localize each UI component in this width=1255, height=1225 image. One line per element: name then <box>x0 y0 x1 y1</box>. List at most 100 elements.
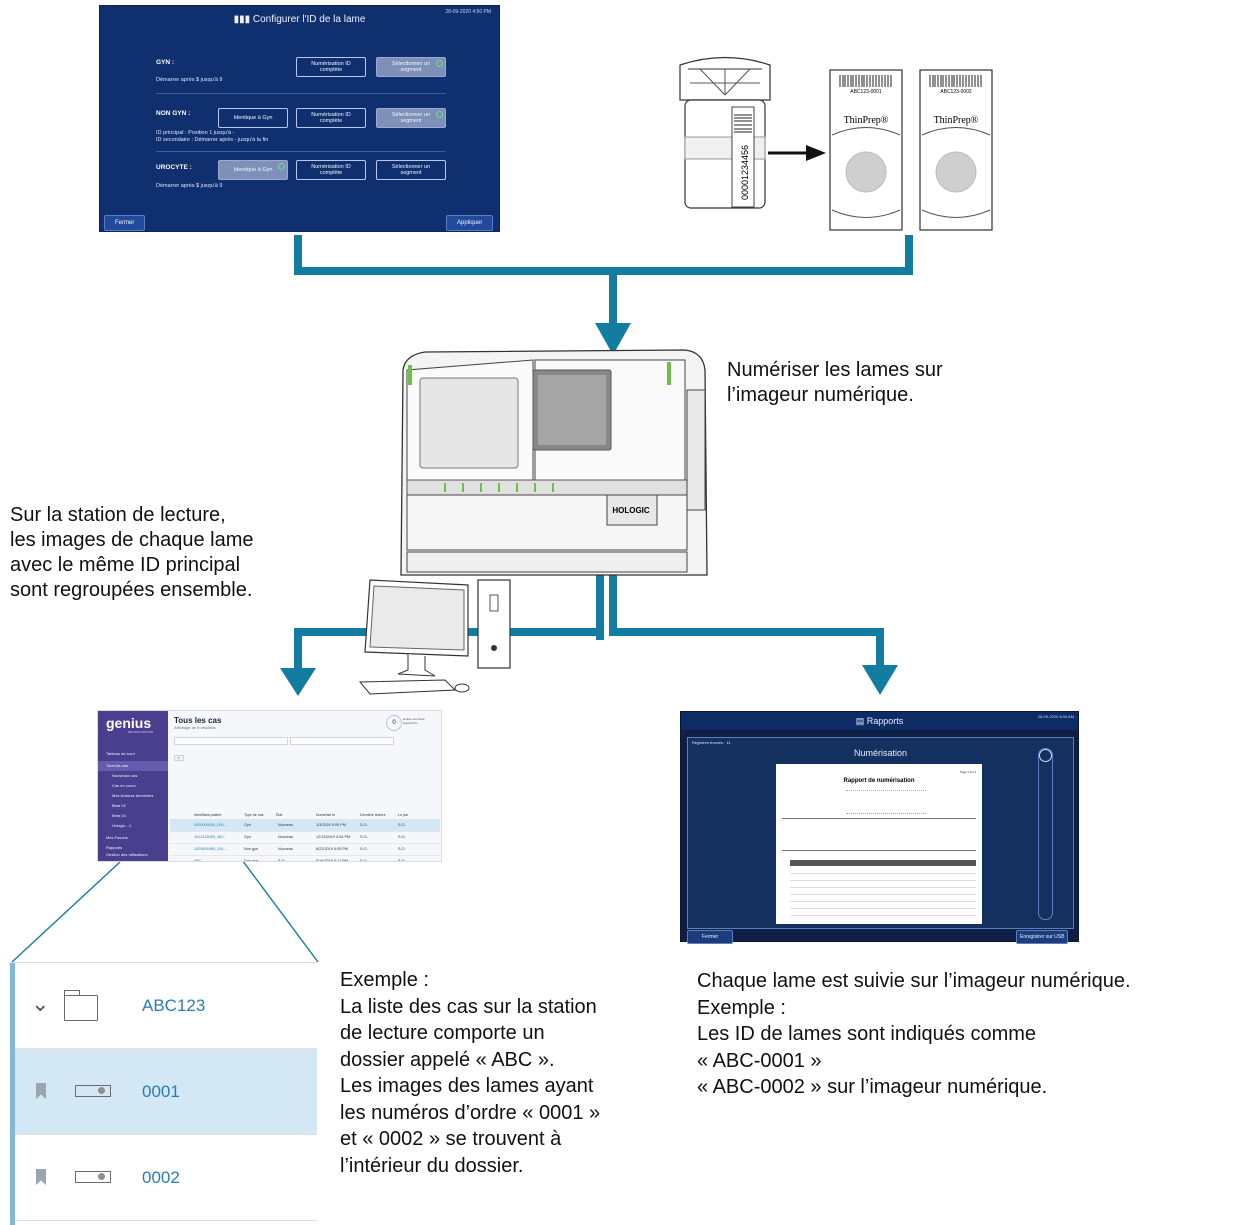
filter-chip[interactable]: ▾ <box>174 755 184 761</box>
logo-subtitle: REVIEW STATION <box>128 730 154 734</box>
scrollbar[interactable] <box>1038 748 1053 920</box>
urocyte-full-scan-button[interactable]: Numérisation ID complète <box>296 160 366 180</box>
col-last-read[interactable]: Dernière lecture <box>360 813 386 817</box>
records-found: Registres trouvés : 11 <box>692 740 731 745</box>
page-indicator: Page 1 sur 1 <box>960 770 976 774</box>
col-scanned[interactable]: Numérisé le <box>316 813 336 817</box>
arrow-down-icon <box>280 668 316 696</box>
caption-line: « ABC-0001 » <box>697 1049 822 1072</box>
cell: 1513113063_181... <box>194 835 227 839</box>
table-row <box>790 909 976 916</box>
sidebar-item-new-cases[interactable]: Nouveaux cas <box>112 773 138 778</box>
table-row <box>790 895 976 902</box>
close-button[interactable]: Fermer <box>687 930 734 944</box>
caption-line: « ABC-0002 » sur l’imageur numérique. <box>697 1076 1048 1098</box>
gyn-full-scan-button[interactable]: Numérisation ID complète <box>296 57 366 77</box>
apply-button[interactable]: Appliquer <box>446 215 494 231</box>
caption-example-left: Exemple : La liste des cas sur la statio… <box>340 967 600 1179</box>
gyn-select-segment-button[interactable]: Sélectionner un segment <box>376 57 446 77</box>
sidebar-item-dashboard[interactable]: Tableau de bord <box>106 751 135 756</box>
cell: S.O. <box>278 859 286 862</box>
sidebar-item-users[interactable]: Gestion des utilisateurs <box>106 852 148 857</box>
urocyte-select-segment-button[interactable]: Sélectionner un segment <box>376 160 446 180</box>
sidebar-item-beta02[interactable]: Beta 02 <box>112 803 126 808</box>
close-button[interactable]: Fermer <box>104 215 146 231</box>
slide-id-label: ABC123-0002 <box>940 89 972 95</box>
cell: S.O. <box>360 835 368 839</box>
chevron-down-icon[interactable]: ⌄ <box>31 991 50 1016</box>
caption-line: l’imageur numérique. <box>727 384 914 406</box>
caption-line: Numériser les lames sur <box>727 359 943 381</box>
sidebar-item-beta04[interactable]: Beta 04 <box>112 813 126 818</box>
report-title: Rapport de numérisation <box>843 778 915 784</box>
hologic-logo: HOLOGIC <box>612 506 650 515</box>
arrow-down-icon <box>862 665 898 695</box>
digital-imager-illustration: HOLOGIC <box>400 349 708 576</box>
vial-and-slides-illustration: 00001234456 ABC123-0001 ThinPrep® ABC123… <box>679 56 993 231</box>
list-item[interactable]: 0002 <box>15 1135 317 1221</box>
sidebar-item-hologic[interactable]: Hologic --1 <box>112 823 132 828</box>
search-input[interactable] <box>290 737 394 745</box>
nongyn-select-segment-button[interactable]: Sélectionner un segment <box>376 108 446 128</box>
table-row <box>790 881 976 888</box>
report-page: Page 1 sur 1 Rapport de numérisation <box>776 764 982 924</box>
table-row <box>790 867 976 874</box>
results-count: Affichage de 8 résultats <box>174 725 216 730</box>
col-status[interactable]: État <box>276 813 283 817</box>
reports-title: ▤ Rapports <box>855 716 904 726</box>
table-row <box>790 874 976 881</box>
report-panel: Registres trouvés : 11 Numérisation Page… <box>687 737 1074 929</box>
save-usb-button[interactable]: Enregistrer sur USB <box>1016 930 1069 944</box>
nongyn-label: NON GYN : <box>156 110 191 117</box>
col-read-by[interactable]: Lu par <box>398 813 409 817</box>
report-meta-block <box>846 790 926 814</box>
reports-screen: ▤ Rapports 28-09-2020 8:04 AM Registres … <box>680 711 1079 944</box>
timestamp: 28-09-2020 8:04 AM <box>1037 714 1074 719</box>
sidebar-item-in-progress[interactable]: Cas en cours <box>112 783 136 788</box>
urocyte-same-as-gyn-button[interactable]: Identique à Gyn <box>218 160 288 180</box>
sidebar-item-reports[interactable]: Rapports <box>106 845 123 850</box>
nongyn-full-scan-button[interactable]: Numérisation ID complète <box>296 108 366 128</box>
divider <box>782 818 976 819</box>
table-row <box>790 902 976 909</box>
caption-line: l’intérieur du dossier. <box>340 1154 524 1177</box>
genius-review-station-screen: genius REVIEW STATION Tableau de bord To… <box>97 710 442 862</box>
report-table-header <box>790 860 976 866</box>
nongyn-same-as-gyn-button[interactable]: Identique à Gyn <box>218 108 288 128</box>
cell: Gyn <box>244 835 251 839</box>
cell: S.O. <box>398 835 406 839</box>
caption-line: Chaque lame est suivie sur l’imageur num… <box>697 970 1131 992</box>
caption-line: Sur la station de lecture, <box>10 504 226 526</box>
cell: S.O. <box>398 859 406 862</box>
bookmark-icon[interactable] <box>36 1169 46 1185</box>
sidebar-item-completed[interactable]: Mes lectures terminées <box>112 793 154 798</box>
divider <box>782 850 976 851</box>
sidebar-item-all-cases[interactable]: Tous les cas <box>106 763 129 768</box>
folder-row[interactable]: ⌄ ABC123 <box>15 963 317 1049</box>
cell: Gyn <box>244 823 251 827</box>
vial-barcode-text: 00001234456 <box>740 145 750 200</box>
scroll-thumb[interactable] <box>1039 749 1052 762</box>
sidebar-item-favorites[interactable]: Mes Favoris <box>106 835 128 840</box>
col-patient-id[interactable]: Identifiant patient <box>194 813 222 817</box>
zoom-callout-line <box>11 861 121 963</box>
screen-title: ▮▮▮ Configurer l'ID de la lame <box>233 14 366 25</box>
cell: ABC <box>194 859 202 862</box>
bookmark-icon[interactable] <box>36 1083 46 1099</box>
slide-icon <box>75 1171 111 1183</box>
list-item[interactable]: 0001 <box>15 1049 317 1135</box>
caption-station: Sur la station de lecture, les images de… <box>10 503 253 603</box>
caption-line: Exemple : <box>340 969 429 991</box>
cell: S.O. <box>360 859 368 862</box>
folder-name: ABC123 <box>142 996 206 1015</box>
nongyn-secondary-id: ID secondaire : Démarrer après - jusqu'à… <box>156 137 269 143</box>
caption-scan: Numériser les lames sur l’imageur numéri… <box>727 358 943 408</box>
filter-select[interactable] <box>174 737 288 745</box>
cell: Nouveau <box>278 847 294 851</box>
col-case-type[interactable]: Type de cas <box>244 813 264 817</box>
